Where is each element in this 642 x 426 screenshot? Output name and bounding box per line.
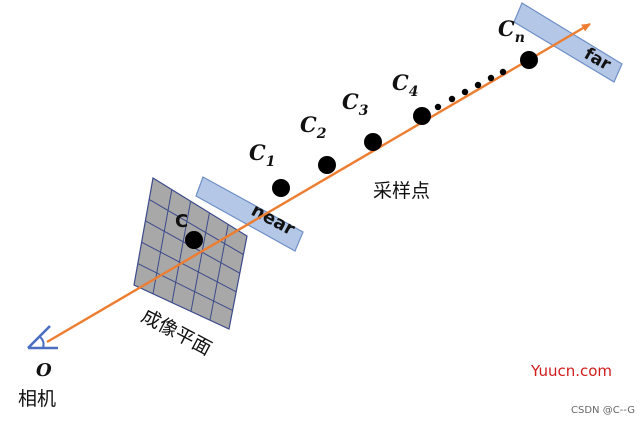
sample-point-4 <box>413 107 431 125</box>
near-plane <box>195 176 304 252</box>
sample-point-n <box>520 51 538 69</box>
intermediate-sample-dots <box>434 68 507 111</box>
grid-column-line <box>152 189 173 294</box>
grid-row-line <box>141 241 237 293</box>
grid-column-line <box>190 212 210 312</box>
sample-label-n: Cn <box>498 16 525 46</box>
camera-ray <box>46 22 591 344</box>
far-plane <box>513 2 623 83</box>
samples-caption: 采样点 <box>373 180 430 202</box>
grid-row-line <box>137 263 233 311</box>
sample-label-4: C4 <box>392 70 418 100</box>
grid-column-line <box>171 201 192 303</box>
sample-label-1: C1 <box>249 140 275 170</box>
image-plane <box>133 177 248 330</box>
image-plane-grid-lines <box>137 189 244 321</box>
credit-text: CSDN @C--G <box>571 405 635 416</box>
sample-label-2: C2 <box>300 112 327 142</box>
camera-origin-label: O <box>36 360 52 381</box>
pixel-point-label: C <box>175 211 188 232</box>
sample-point-3 <box>364 133 382 151</box>
camera-icon <box>27 325 58 350</box>
image-plane-outline <box>133 177 248 330</box>
sample-point-2 <box>318 156 336 174</box>
camera-caption: 相机 <box>18 388 56 410</box>
grid-row-line <box>148 198 244 256</box>
sample-label-3: C3 <box>342 89 369 119</box>
grid-column-line <box>209 224 229 321</box>
sample-point-1 <box>272 179 290 197</box>
watermark-text: Yuucn.com <box>530 362 612 380</box>
pixel-point <box>185 231 203 249</box>
